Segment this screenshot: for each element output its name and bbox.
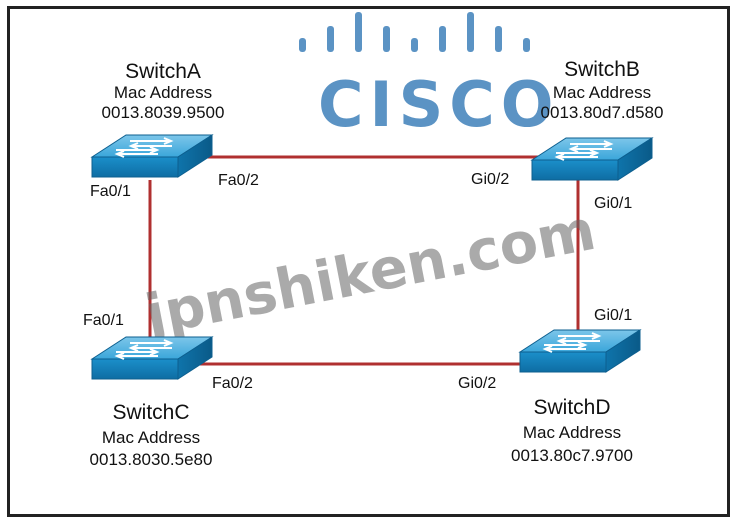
- switch-d-mac-label: Mac Address: [523, 423, 621, 442]
- switch-c-mac: 0013.8030.5e80: [90, 450, 213, 469]
- switch-a-mac: 0013.8039.9500: [102, 103, 225, 122]
- cisco-logo-bar: [355, 12, 362, 52]
- switch-b-icon: [531, 137, 653, 181]
- port-c-fa01: Fa0/1: [83, 312, 124, 329]
- port-a-fa02: Fa0/2: [218, 172, 259, 189]
- switch-d-name: SwitchD: [533, 396, 610, 419]
- watermark-text: jpnshiken.com: [138, 198, 600, 349]
- port-d-gi02: Gi0/2: [458, 375, 496, 392]
- cisco-logo-bar: [523, 38, 530, 52]
- switch-a-icon: [91, 134, 213, 178]
- port-d-gi01: Gi0/1: [594, 307, 632, 324]
- switch-b-mac: 0013.80d7.d580: [541, 103, 664, 122]
- switch-b-name: SwitchB: [564, 58, 640, 81]
- switch-b-mac-label: Mac Address: [553, 83, 651, 102]
- cisco-logo-bar: [439, 26, 446, 52]
- cisco-logo-bar: [327, 26, 334, 52]
- switch-c-mac-label: Mac Address: [102, 428, 200, 447]
- diagram-frame: [7, 6, 730, 517]
- cisco-logo-text: CISCO: [318, 68, 559, 141]
- port-a-fa01: Fa0/1: [90, 183, 131, 200]
- switch-c-name: SwitchC: [112, 401, 189, 424]
- switch-a-mac-label: Mac Address: [114, 83, 212, 102]
- cisco-logo-bar: [467, 12, 474, 52]
- port-b-gi02: Gi0/2: [471, 171, 509, 188]
- switch-c-icon: [91, 336, 213, 380]
- cisco-logo-bar: [495, 26, 502, 52]
- switch-d-icon: [519, 329, 641, 373]
- switch-a-name: SwitchA: [125, 60, 201, 83]
- cisco-logo-bar: [411, 38, 418, 52]
- port-b-gi01: Gi0/1: [594, 195, 632, 212]
- cisco-logo-bar: [383, 26, 390, 52]
- cisco-logo-bar: [299, 38, 306, 52]
- port-c-fa02: Fa0/2: [212, 375, 253, 392]
- cisco-logo: CISCO: [299, 12, 559, 141]
- switch-d-mac: 0013.80c7.9700: [511, 446, 633, 465]
